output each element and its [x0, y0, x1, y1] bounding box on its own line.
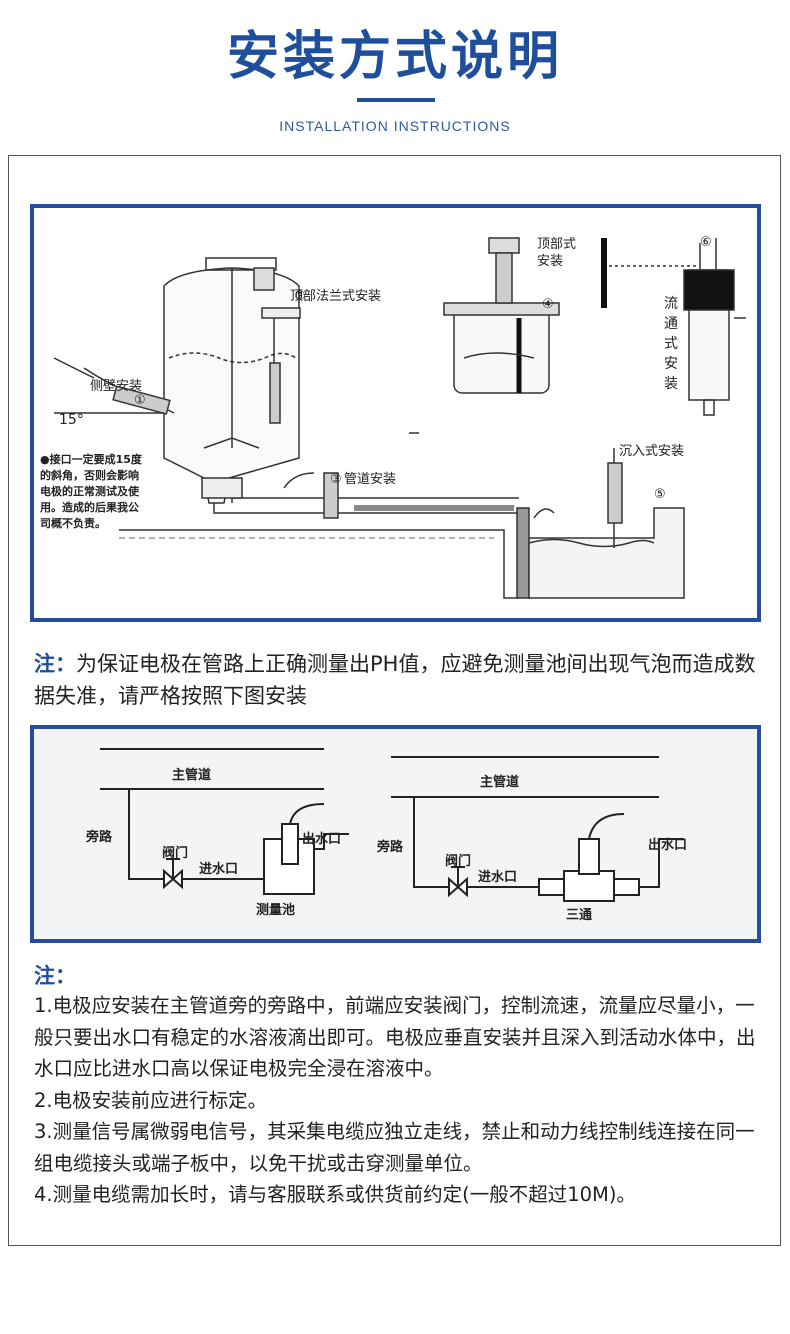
installation-diagram: 顶部法兰式安装 侧壁安装 管道安装 顶部式 安装 沉入式安装 15° ① ② ③…: [30, 204, 761, 622]
warning-line-4: 用。造成的后果我公: [40, 500, 139, 514]
label-angle: 15°: [59, 412, 84, 428]
warning-line-2: 的斜角，否则会影响: [40, 468, 139, 482]
num-4: ④: [542, 297, 554, 312]
left-valve: 阀门: [162, 845, 188, 861]
note1-text: 为保证电极在管路上正确测量出PH值，应避免测量池间出现气泡而造成数据失准，请严格…: [34, 652, 756, 708]
label-immersion-install: 沉入式安装: [619, 444, 684, 459]
num-1: ①: [134, 393, 146, 408]
title-underline: [357, 98, 435, 102]
right-valve: 阀门: [445, 853, 471, 869]
content-frame: [8, 155, 781, 1246]
note2-item-1: 1.电极应安装在主管道旁的旁路中，前端应安装阀门，控制流速，流量应尽量小，一般只…: [34, 994, 756, 1080]
note2-list: 1.电极应安装在主管道旁的旁路中，前端应安装阀门，控制流速，流量应尽量小，一般只…: [34, 990, 769, 1211]
warning-line-5: 司概不负责。: [40, 516, 106, 530]
label-top-install-2: 安装: [537, 254, 563, 269]
note2-item-3: 3.测量信号属微弱电信号，其采集电缆应独立走线，禁止和动力线控制线连接在同一组电…: [34, 1120, 755, 1175]
num-2: ②: [294, 289, 306, 304]
note2-label: 注：: [34, 964, 76, 988]
label-side-install: 侧壁安装: [90, 379, 142, 394]
note2-item-2: 2.电极安装前应进行标定。: [34, 1088, 268, 1112]
note1-label: 注：: [34, 652, 76, 676]
label-pipe-install: 管道安装: [344, 472, 396, 487]
flow-char-3: 式: [664, 336, 678, 352]
right-tee: 三通: [566, 907, 592, 923]
left-bypass: 旁路: [85, 829, 113, 845]
num-6: ⑥: [700, 235, 712, 250]
num-3: ③: [330, 472, 342, 487]
label-top-install: 顶部式: [537, 237, 576, 252]
left-main-pipe: 主管道: [172, 767, 211, 783]
right-bypass: 旁路: [376, 839, 404, 855]
note-bubble-warning: 注：为保证电极在管路上正确测量出PH值，应避免测量池间出现气泡而造成数据失准，请…: [34, 648, 764, 712]
flow-char-2: 通: [664, 316, 678, 332]
note2-item-4: 4.测量电缆需加长时，请与客服联系或供货前约定(一般不超过10M)。: [34, 1183, 636, 1206]
left-cell: 测量池: [256, 902, 295, 918]
flow-char-1: 流: [664, 296, 678, 312]
flow-char-5: 装: [664, 376, 678, 392]
warning-line-1: ●接口一定要成15度: [40, 452, 143, 466]
bypass-diagram: 主管道 旁路 阀门 进水口 出水口 测量池 主管道 旁路 阀门 进水口 出水口 …: [30, 725, 761, 943]
page-subtitle: INSTALLATION INSTRUCTIONS: [279, 118, 511, 134]
left-outlet: 出水口: [302, 831, 341, 847]
installation-diagram-svg: 顶部法兰式安装 侧壁安装 管道安装 顶部式 安装 沉入式安装 15° ① ② ③…: [40, 235, 746, 599]
right-outlet: 出水口: [648, 837, 687, 853]
right-inlet: 进水口: [478, 869, 517, 885]
label-flange-install: 顶部法兰式安装: [290, 289, 381, 304]
warning-line-3: 电极的正常测试及使: [40, 484, 140, 498]
page-title: 安装方式说明: [226, 27, 563, 87]
num-5: ⑤: [654, 487, 666, 502]
right-main-pipe: 主管道: [480, 774, 519, 790]
bypass-diagram-svg: 主管道 旁路 阀门 进水口 出水口 测量池 主管道 旁路 阀门 进水口 出水口 …: [85, 748, 687, 923]
flow-char-4: 安: [664, 356, 678, 372]
left-inlet: 进水口: [199, 861, 238, 877]
